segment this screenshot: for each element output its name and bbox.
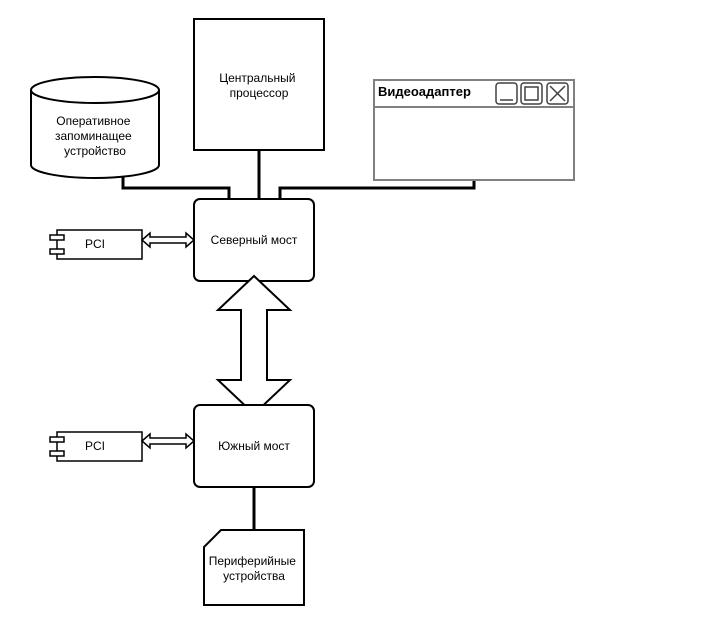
pci-top-port (49, 234, 65, 241)
south-bridge-label: Южный мост (218, 439, 290, 453)
cpu-label-line: Центральный (219, 71, 295, 85)
pci-bottom-label: PCI (85, 439, 105, 453)
minimize-icon[interactable] (495, 82, 518, 105)
maximize-icon[interactable] (520, 82, 543, 105)
south-bridge-node: Южный мост (193, 404, 315, 488)
ram-node: Оперативное запоминащее устройство (30, 76, 160, 179)
ram-cylinder-body (30, 90, 160, 179)
ram-label-line: устройство (64, 144, 126, 158)
cpu-box (193, 18, 325, 151)
pci-top-box (56, 229, 143, 260)
south-bridge-box (193, 404, 315, 488)
pci-top-port (49, 248, 65, 255)
cpu-label-line: процессор (230, 86, 289, 100)
video-adapter-window: Видеоадаптер (373, 79, 575, 181)
pci-bottom-box (56, 431, 143, 462)
ram-to-north-connector (121, 172, 231, 199)
video-window-title: Видеоадаптер (378, 84, 471, 99)
north-bridge-label: Северный мост (211, 233, 298, 247)
close-icon[interactable] (546, 82, 569, 105)
cpu-label: Центральный процессор (219, 71, 299, 100)
ram-label-line: Оперативное (56, 114, 130, 128)
peripheral-label: Периферийные устройства (209, 554, 300, 583)
peripheral-label-line: устройства (223, 569, 285, 583)
peripheral-card-shape (203, 529, 305, 606)
pci-bottom-port (49, 436, 65, 443)
pci-top-node: PCI (49, 229, 143, 260)
peripheral-label-line: Периферийные (209, 554, 297, 568)
bridge-bus-double-arrow (215, 274, 293, 416)
pci-bottom-double-arrow (140, 432, 196, 450)
pci-top-double-arrow (140, 231, 196, 249)
north-bridge-node: Северный мост (193, 198, 315, 282)
ram-cylinder-top (30, 76, 160, 104)
pci-bottom-node: PCI (49, 431, 143, 462)
connectors (121, 150, 476, 530)
peripheral-node: Периферийные устройства (203, 529, 305, 606)
ram-label-line: запоминащее (55, 129, 132, 143)
pci-bottom-port (49, 450, 65, 457)
video-to-north-connector (278, 180, 476, 199)
cpu-node: Центральный процессор (193, 18, 325, 151)
ram-label: Оперативное запоминащее устройство (55, 114, 135, 158)
pci-top-label: PCI (85, 237, 105, 251)
